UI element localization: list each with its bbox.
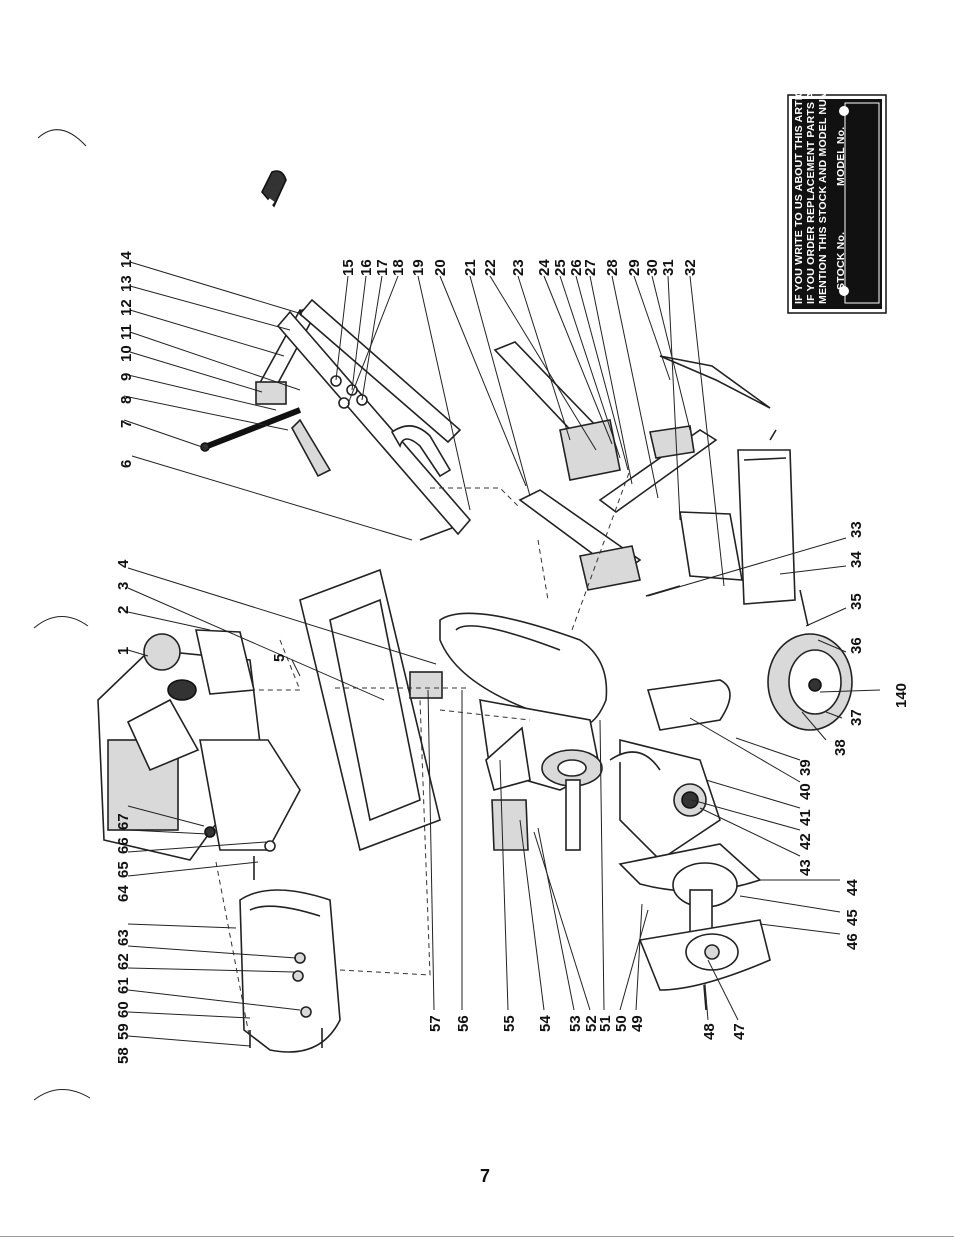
callout-49: 49	[629, 1015, 646, 1032]
callout-17: 17	[374, 259, 391, 276]
wheel-and-axle	[737, 429, 853, 731]
callout-48: 48	[701, 1023, 718, 1040]
callout-27: 27	[582, 259, 599, 276]
callout-52: 52	[583, 1015, 600, 1032]
callout-14: 14	[118, 251, 135, 268]
callout-43: 43	[797, 859, 814, 876]
callout-67: 67	[115, 813, 132, 830]
callout-56: 56	[455, 1015, 472, 1032]
callout-23: 23	[510, 259, 527, 276]
callout-29: 29	[626, 259, 643, 276]
footer-rule	[0, 1236, 954, 1237]
callout-47: 47	[731, 1023, 748, 1040]
callout-24: 24	[536, 259, 553, 276]
callout-4: 4	[115, 559, 132, 568]
callout-33: 33	[848, 521, 865, 538]
callout-5: 5	[271, 654, 288, 662]
nameplate-stock-label: STOCK No.	[835, 232, 847, 290]
callout-46: 46	[844, 933, 861, 950]
callout-42: 42	[797, 833, 814, 850]
callout-39: 39	[797, 759, 814, 776]
callout-45: 45	[844, 909, 861, 926]
callout-28: 28	[604, 259, 621, 276]
callout-32: 32	[682, 259, 699, 276]
callout-53: 53	[567, 1015, 584, 1032]
nameplate: IF YOU WRITE TO US ABOUT THIS ARTICLE OR…	[787, 54, 887, 314]
callout-3: 3	[115, 582, 132, 590]
callout-numbers: 6 7 8 9 10 11 12 13 14 15 16 17 18 19 20…	[115, 251, 910, 1064]
page-number: 7	[480, 1166, 491, 1186]
callout-59: 59	[115, 1023, 132, 1040]
scan-marks	[33, 129, 91, 1101]
callout-18: 18	[390, 259, 407, 276]
nameplate-line-1: IF YOU WRITE TO US ABOUT THIS ARTICLE OR	[793, 56, 805, 304]
callout-16: 16	[358, 259, 375, 276]
callout-36: 36	[848, 637, 865, 654]
callout-50: 50	[613, 1015, 630, 1032]
callout-38: 38	[832, 739, 849, 756]
callout-140: 140	[893, 683, 910, 708]
depth-bar-assembly	[493, 341, 771, 597]
callout-26: 26	[568, 259, 585, 276]
callout-58: 58	[115, 1047, 132, 1064]
callout-66: 66	[115, 837, 132, 854]
assembly-lines	[215, 469, 631, 1041]
callout-8: 8	[118, 396, 135, 404]
engine	[97, 629, 301, 880]
callout-21: 21	[462, 259, 479, 276]
callout-1: 1	[115, 647, 132, 655]
mounting-plate	[299, 568, 443, 852]
callout-9: 9	[118, 373, 135, 381]
tine-assembly	[609, 679, 771, 1011]
callout-62: 62	[115, 953, 132, 970]
nameplate-line-3: MENTION THIS STOCK AND MODEL NUMBER	[817, 67, 829, 304]
callout-51: 51	[597, 1015, 614, 1032]
callout-25: 25	[552, 259, 569, 276]
callout-41: 41	[797, 809, 814, 826]
callout-6: 6	[118, 460, 135, 468]
callout-31: 31	[660, 259, 677, 276]
callout-61: 61	[115, 977, 132, 994]
callout-60: 60	[115, 1001, 132, 1018]
callout-57: 57	[427, 1015, 444, 1032]
callout-44: 44	[844, 879, 861, 896]
callout-54: 54	[537, 1015, 554, 1032]
leader-lines	[123, 261, 881, 1047]
callout-2: 2	[115, 606, 132, 614]
nameplate-model-label: MODEL No.	[835, 127, 847, 186]
callout-63: 63	[115, 929, 132, 946]
callout-34: 34	[848, 551, 865, 568]
callout-55: 55	[501, 1015, 518, 1032]
callout-13: 13	[118, 275, 135, 292]
callout-11: 11	[118, 324, 135, 340]
callout-15: 15	[340, 259, 357, 276]
transmission-housing	[439, 612, 608, 851]
callout-30: 30	[644, 259, 661, 276]
callout-40: 40	[797, 783, 814, 800]
nameplate-line-2: IF YOU ORDER REPLACEMENT PARTS ALWAYS	[805, 54, 817, 304]
callout-64: 64	[115, 885, 132, 902]
callout-12: 12	[118, 299, 135, 316]
handle-assembly	[200, 170, 472, 541]
callout-19: 19	[410, 259, 427, 276]
callout-22: 22	[482, 259, 499, 276]
callout-7: 7	[118, 420, 135, 428]
callout-20: 20	[432, 259, 449, 276]
callout-65: 65	[115, 861, 132, 878]
callout-35: 35	[848, 593, 865, 610]
callout-37: 37	[848, 709, 865, 726]
callout-10: 10	[118, 345, 135, 362]
rear-shield	[239, 889, 341, 1053]
